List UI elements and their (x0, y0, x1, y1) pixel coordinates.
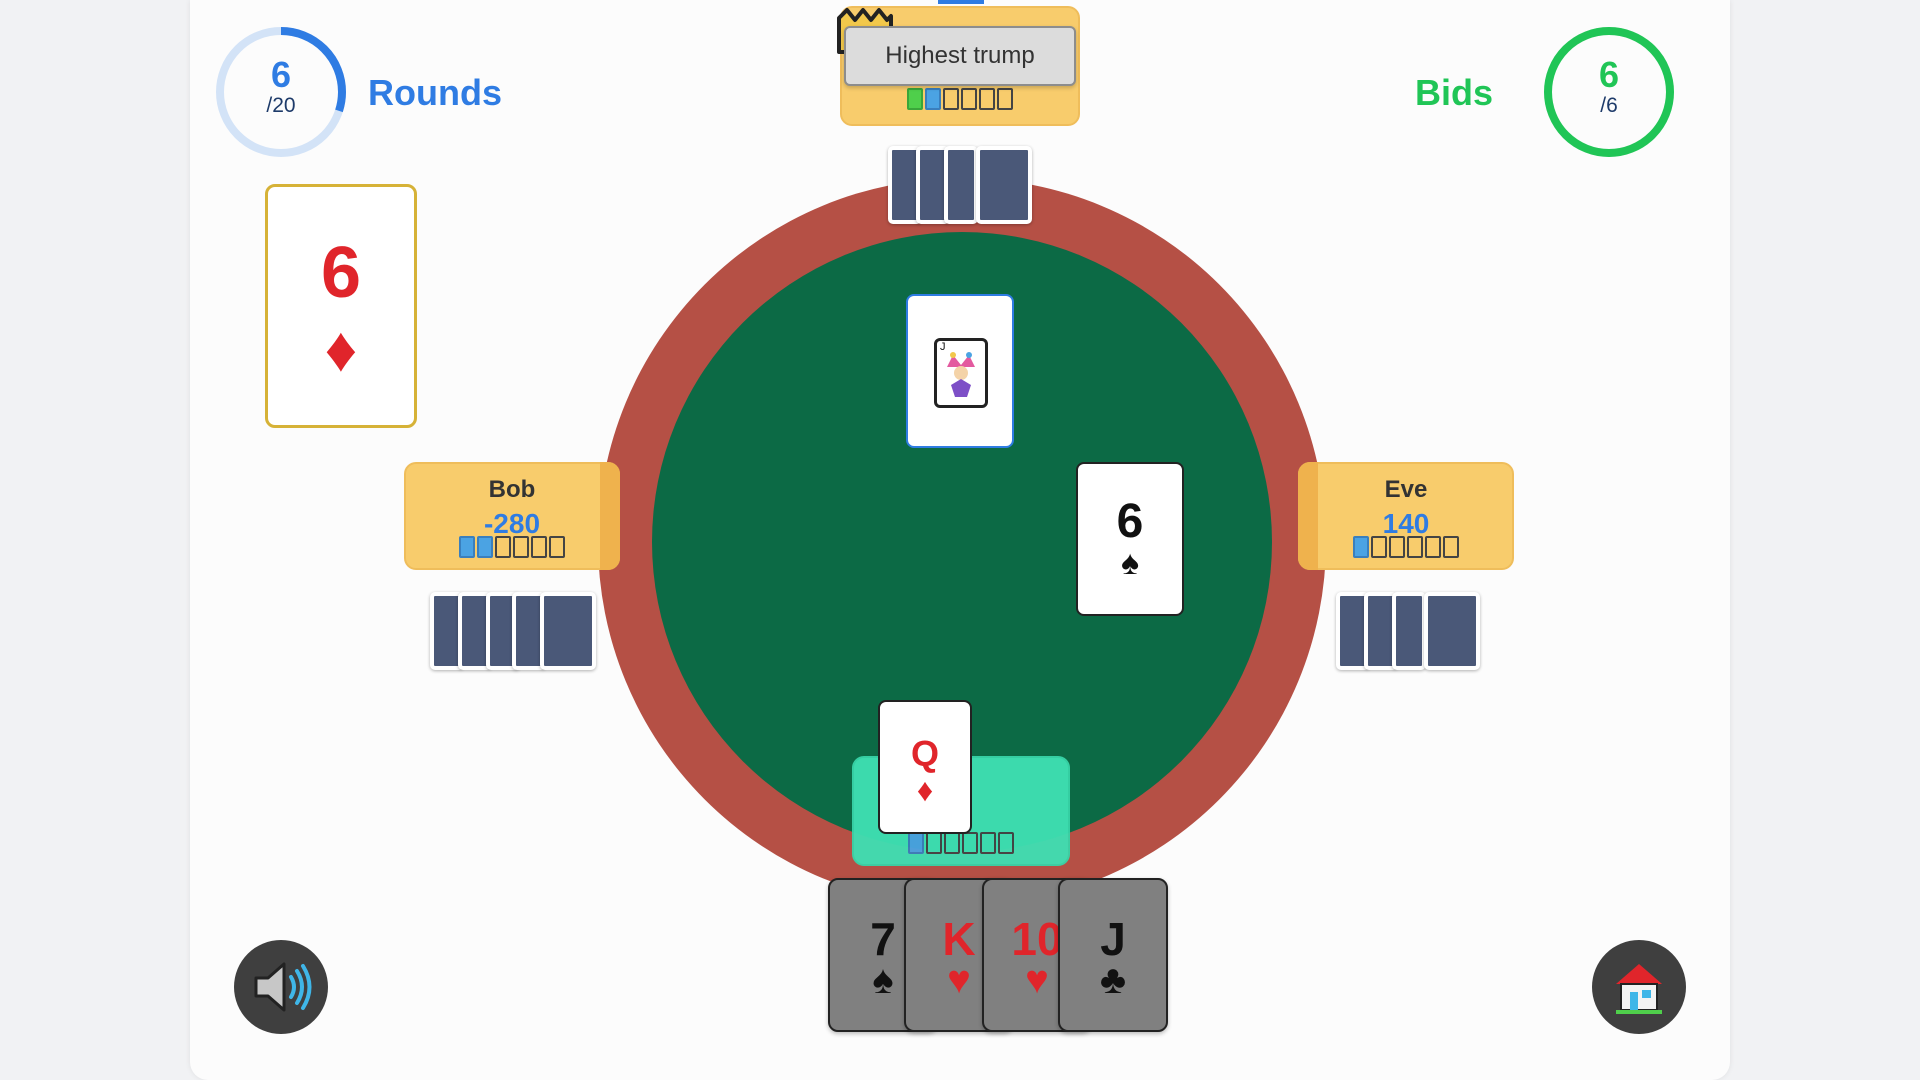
tricks-row-me (854, 832, 1068, 854)
trick-box (908, 832, 924, 854)
trick-box (1443, 536, 1459, 558)
trick-box (943, 88, 959, 110)
sound-button[interactable] (234, 940, 328, 1034)
trump-card-rank: 6 (320, 233, 362, 313)
card-suit: ♣ (1099, 958, 1127, 1002)
card-suit: ♥ (947, 958, 971, 1002)
player-name: Bob (488, 476, 536, 503)
card-suit: ♠ (1120, 544, 1140, 582)
trick-box (1425, 536, 1441, 558)
player-score: -280 (483, 508, 541, 539)
rounds-progress-ring: 6 /20 (214, 25, 348, 159)
trick-box (998, 832, 1014, 854)
trick-box (513, 536, 529, 558)
trick-box (477, 536, 493, 558)
house-icon (1616, 964, 1662, 1014)
trick-box (962, 832, 978, 854)
card-rank: 6 (1116, 495, 1144, 548)
trick-box (979, 88, 995, 110)
tricks-row-top (842, 88, 1078, 110)
bids-ring-graphic (1544, 27, 1674, 157)
card-back (1424, 592, 1480, 670)
bids-total: /6 (1600, 94, 1618, 117)
trick-box (549, 536, 565, 558)
played-card-queen-of-diamonds: Q ♦ (878, 700, 972, 834)
trick-box (926, 832, 942, 854)
card-rank: 10 (1011, 913, 1063, 965)
bids-current: 6 (1598, 54, 1620, 95)
bids-progress-ring: 6 /6 (1542, 25, 1676, 159)
hand-card-4[interactable]: J ♣ (1058, 878, 1168, 1032)
card-suit: ♠ (872, 958, 894, 1002)
speaker-icon (254, 962, 312, 1012)
home-button[interactable] (1592, 940, 1686, 1034)
trick-box (459, 536, 475, 558)
card-suit: ♦ (916, 772, 934, 808)
card-rank: J (1100, 913, 1126, 965)
trick-box (907, 88, 923, 110)
rounds-label: Rounds (368, 72, 502, 113)
jester-icon (947, 352, 975, 397)
card-back (944, 146, 978, 224)
bob-hand (430, 592, 596, 670)
player-panel-bob: Bob -280 (404, 462, 620, 570)
trick-box (1389, 536, 1405, 558)
trick-box (925, 88, 941, 110)
card-suit: ♥ (1025, 958, 1049, 1002)
joker-face: J (934, 338, 988, 408)
top-player-marker (938, 0, 984, 4)
card-rank: 7 (870, 913, 896, 965)
tricks-row-eve (1300, 536, 1512, 558)
rounds-total: /20 (266, 94, 296, 117)
trump-card: 6 ♦ (265, 184, 417, 428)
trick-box (997, 88, 1013, 110)
player-panel-eve: Eve 140 (1298, 462, 1514, 570)
tricks-row-bob (406, 536, 618, 558)
trump-card-suit: ♦ (324, 313, 358, 385)
card-back (976, 146, 1032, 224)
played-card-joker: J (906, 294, 1014, 448)
played-card-six-of-spades: 6 ♠ (1076, 462, 1184, 616)
eve-hand (1336, 592, 1480, 670)
trick-box (980, 832, 996, 854)
joker-rank: J (940, 341, 946, 353)
player-score: 140 (1382, 508, 1430, 539)
card-back (1392, 592, 1426, 670)
trick-box (495, 536, 511, 558)
highest-trump-tooltip: Highest trump (844, 26, 1076, 86)
trick-box (1407, 536, 1423, 558)
bids-label: Bids (1415, 72, 1494, 113)
trick-box (961, 88, 977, 110)
trick-box (1371, 536, 1387, 558)
card-back (540, 592, 596, 670)
player-name: Eve (1384, 476, 1428, 503)
trick-box (1353, 536, 1369, 558)
trick-box (944, 832, 960, 854)
card-rank: Q (910, 733, 939, 774)
rounds-current: 6 (270, 54, 292, 95)
card-rank: K (942, 913, 976, 965)
rounds-ring-graphic (216, 27, 346, 157)
trick-box (531, 536, 547, 558)
top-player-hand (888, 146, 1032, 224)
